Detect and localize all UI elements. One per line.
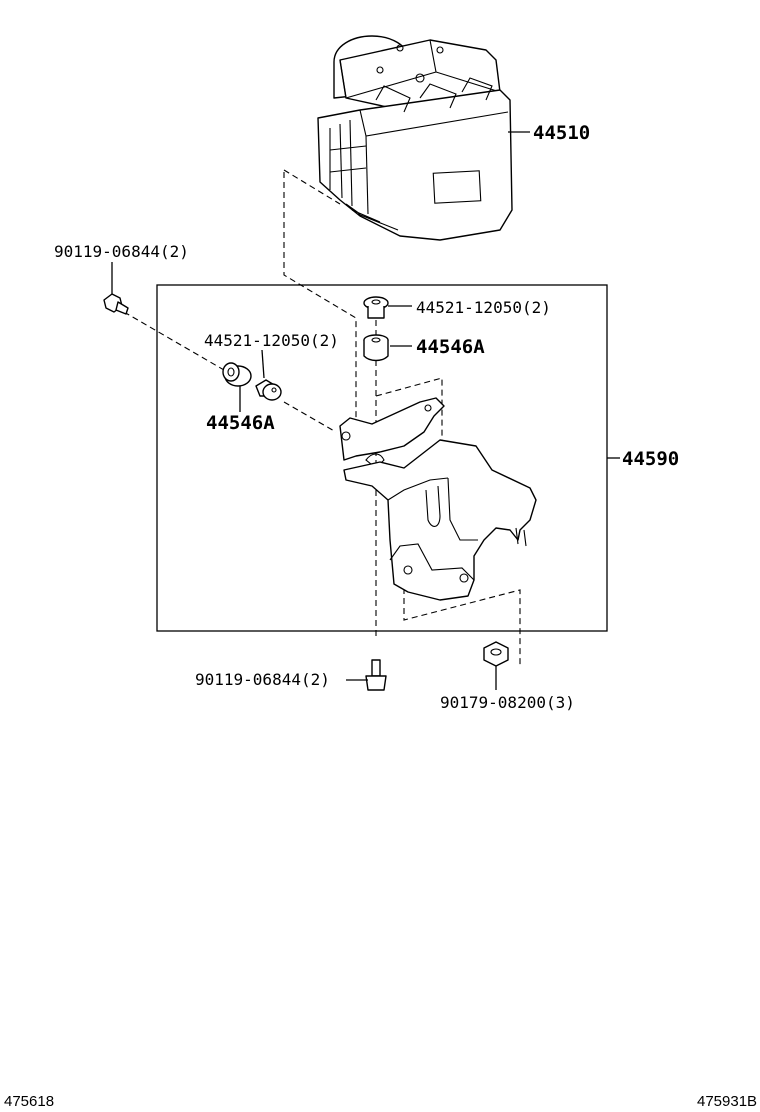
alignment-lines <box>123 169 521 668</box>
callout-cushion-right: 44546A <box>416 336 485 358</box>
leader-lines <box>111 131 620 690</box>
collar-right-drawing <box>363 296 389 319</box>
callout-bolt-upper-left: 90119-06844(2) <box>54 242 189 261</box>
callout-cushion-left: 44546A <box>206 412 275 434</box>
abs-actuator-drawing <box>317 35 513 241</box>
cushion-right-drawing <box>363 334 389 362</box>
footer-right-code: 475931B <box>697 1093 757 1110</box>
cushion-left-drawing <box>222 362 252 387</box>
callout-bolt-bottom: 90119-06844(2) <box>195 670 330 689</box>
callout-nut-bottom: 90179-08200(3) <box>440 693 575 712</box>
bolt-bottom-drawing <box>365 659 387 691</box>
callout-44590: 44590 <box>622 448 679 470</box>
callout-collar-left: 44521-12050(2) <box>204 331 339 350</box>
collar-left-drawing <box>255 379 282 401</box>
callout-44510: 44510 <box>533 122 590 144</box>
footer-left-code: 475618 <box>4 1093 54 1110</box>
callout-collar-right: 44521-12050(2) <box>416 298 551 317</box>
bolt-upper-left-drawing <box>103 293 129 315</box>
bracket-drawing <box>339 397 537 601</box>
nut-bottom-drawing <box>483 641 509 667</box>
